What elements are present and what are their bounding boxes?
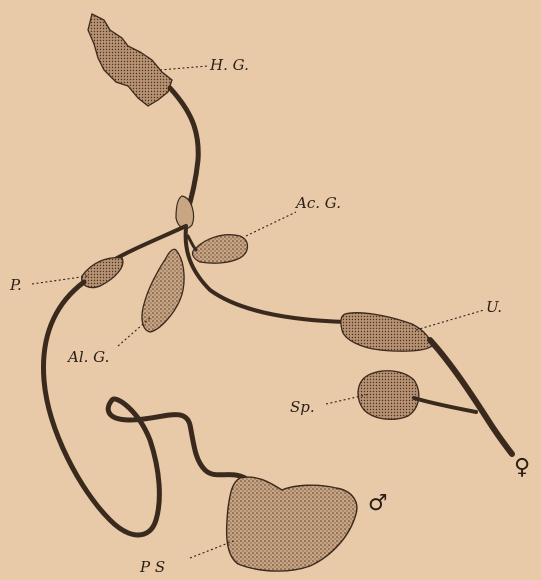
label-spermatheca: Sp. xyxy=(290,398,315,416)
penis xyxy=(82,258,123,288)
penis-sac xyxy=(227,477,357,571)
label-uterus: U. xyxy=(486,298,502,316)
leader-acg xyxy=(246,212,296,236)
male-symbol: ♂ xyxy=(368,491,388,516)
female-symbol: ♀ xyxy=(514,455,530,480)
label-albumen-gland: Al. G. xyxy=(66,348,109,366)
albumen-gland xyxy=(142,249,184,332)
hermaphrodite-duct xyxy=(170,88,198,210)
spermatheca-duct xyxy=(414,398,476,412)
label-penis-sac: P S xyxy=(139,558,165,576)
uterus xyxy=(341,313,432,351)
leader-u xyxy=(416,310,484,330)
hermaphrodite-gland xyxy=(88,14,172,106)
label-penis: P. xyxy=(9,276,22,294)
accessory-gland xyxy=(193,235,248,263)
label-hermaphrodite-gland: H. G. xyxy=(209,56,249,74)
accessory-gland-duct xyxy=(188,236,196,250)
leader-hg xyxy=(160,66,208,70)
leader-alg xyxy=(118,318,150,346)
label-accessory-gland: Ac. G. xyxy=(294,194,341,212)
